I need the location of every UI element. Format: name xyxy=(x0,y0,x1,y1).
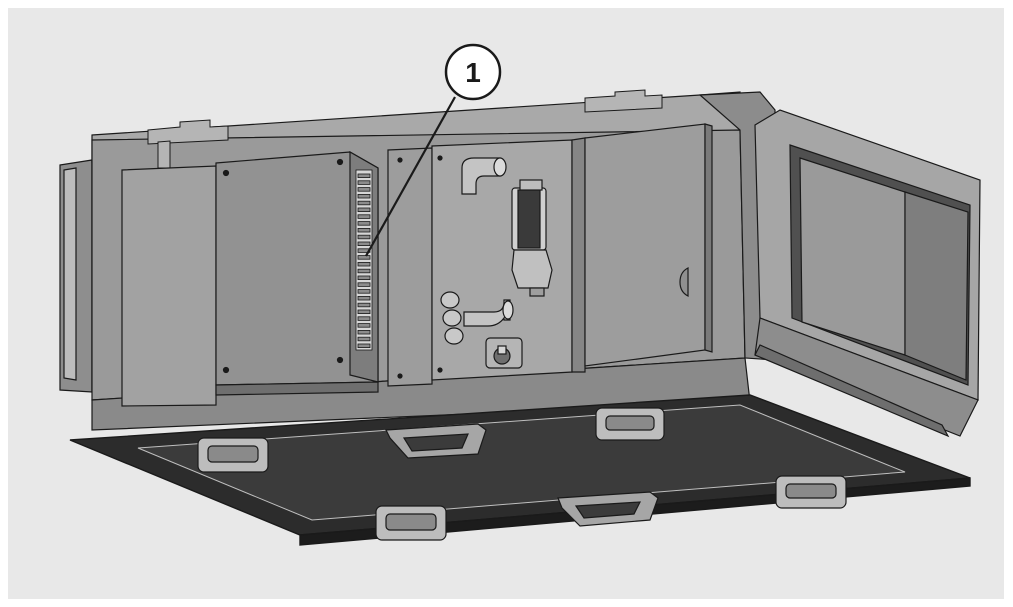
pipe-connection-upper xyxy=(461,157,507,195)
terminal-tick xyxy=(357,323,371,328)
terminal-tick xyxy=(357,193,371,199)
latch-back-right xyxy=(595,407,665,441)
latch-front-left xyxy=(197,437,269,473)
terminal-tick xyxy=(357,268,371,274)
terminal-tick xyxy=(357,289,371,294)
pipe-connection-lower xyxy=(440,291,514,345)
left-cover-panel xyxy=(121,150,379,407)
terminal-tick xyxy=(357,343,371,348)
terminal-tick xyxy=(357,302,371,308)
latch-front-bottom xyxy=(375,505,447,541)
terminal-tick xyxy=(357,309,371,314)
terminal-strip xyxy=(355,169,373,351)
terminal-tick xyxy=(357,261,371,267)
right-duct-flange xyxy=(754,109,981,438)
terminal-tick xyxy=(357,207,371,212)
terminal-tick xyxy=(357,295,371,301)
callout-1-leader xyxy=(365,96,456,257)
handle-front xyxy=(557,491,659,527)
terminal-tick xyxy=(357,187,371,192)
terminal-tick xyxy=(357,214,371,219)
terminal-tick xyxy=(357,180,371,185)
terminal-tick xyxy=(357,234,371,240)
callout-1: 1 xyxy=(365,43,502,257)
terminal-tick xyxy=(357,173,371,178)
terminal-tick xyxy=(357,200,371,206)
terminal-tick xyxy=(357,336,371,342)
callout-1-label: 1 xyxy=(465,57,481,88)
terminal-tick xyxy=(357,221,371,226)
mounting-bracket-right xyxy=(584,89,663,113)
terminal-tick xyxy=(357,316,371,321)
control-knob xyxy=(485,337,523,369)
handle-back xyxy=(385,423,487,459)
terminal-tick xyxy=(357,255,371,260)
terminal-tick xyxy=(357,241,371,246)
latch-front-right xyxy=(775,475,847,509)
callout-1-circle xyxy=(444,43,502,101)
terminal-tick xyxy=(357,282,371,287)
mounting-bracket-left xyxy=(147,119,229,169)
terminal-tick xyxy=(357,329,371,335)
right-cover-panel xyxy=(584,123,713,367)
valve-actuator xyxy=(511,179,553,297)
terminal-tick xyxy=(357,227,371,233)
terminal-tick xyxy=(357,275,371,280)
